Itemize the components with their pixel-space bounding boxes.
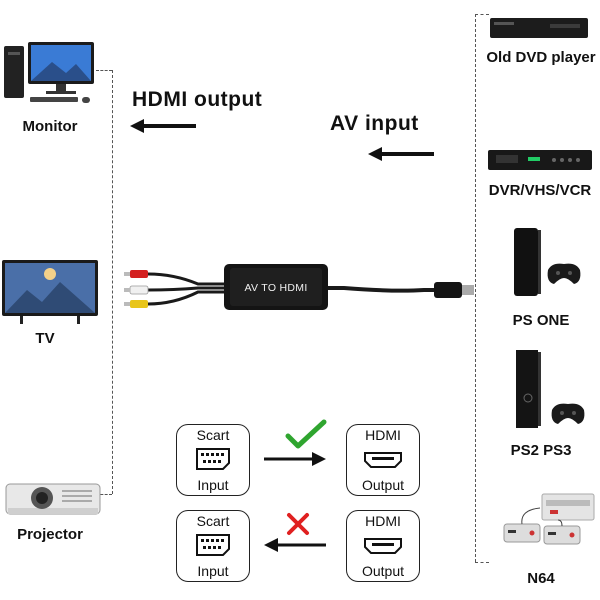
white-rca-plug bbox=[129, 285, 149, 295]
scart-label: Scart bbox=[196, 513, 230, 529]
right-guide-line bbox=[475, 14, 476, 562]
hdmi-label: HDMI bbox=[365, 427, 401, 443]
right-guide-bottom bbox=[475, 562, 489, 563]
scart-port-icon bbox=[196, 534, 230, 556]
scart-input-box: Scart Input bbox=[176, 510, 250, 582]
hdmi-output-box: HDMI Output bbox=[346, 510, 420, 582]
hdmi-port-icon bbox=[364, 538, 402, 554]
input-label-ps2-ps3: PS2 PS3 bbox=[510, 442, 572, 459]
projector-icon bbox=[5, 483, 101, 515]
hdmi-output-box: HDMI Output bbox=[346, 424, 420, 496]
hdmi-output-arrow bbox=[130, 119, 196, 133]
left-guide-top bbox=[96, 70, 112, 71]
scart-label: Scart bbox=[196, 427, 230, 443]
output-label: Output bbox=[361, 563, 405, 579]
dvr-icon bbox=[488, 150, 592, 170]
tv-icon bbox=[2, 260, 98, 324]
input-label-n64: N64 bbox=[527, 570, 555, 587]
yellow-rca-plug bbox=[130, 300, 148, 308]
output-label-monitor: Monitor bbox=[22, 118, 78, 135]
right-guide-top bbox=[475, 14, 489, 15]
input-label: Input bbox=[197, 563, 229, 579]
check-icon bbox=[285, 419, 327, 449]
console-icon bbox=[514, 228, 581, 296]
scart-input-box: Scart Input bbox=[176, 424, 250, 496]
output-label-tv: TV bbox=[35, 330, 55, 347]
av-input-arrow bbox=[368, 147, 434, 161]
dvd-player-icon bbox=[490, 18, 588, 38]
console-icon bbox=[516, 350, 585, 428]
arrow-left-icon bbox=[264, 538, 326, 552]
arrow-right-icon bbox=[264, 452, 326, 466]
red-rca-plug bbox=[130, 270, 148, 278]
input-label-dvd: Old DVD player bbox=[486, 49, 596, 66]
hdmi-output-title: HDMI output bbox=[132, 88, 263, 111]
output-label: Output bbox=[361, 477, 405, 493]
input-label-dvr: DVR/VHS/VCR bbox=[488, 182, 592, 199]
input-label-ps-one: PS ONE bbox=[512, 312, 570, 329]
input-label: Input bbox=[197, 477, 229, 493]
monitor-icon bbox=[4, 42, 94, 103]
retro-console-icon bbox=[503, 493, 595, 545]
hdmi-port-icon bbox=[364, 452, 402, 468]
output-label-projector: Projector bbox=[17, 526, 83, 543]
scart-port-icon bbox=[196, 448, 230, 470]
av-input-title: AV input bbox=[330, 112, 419, 135]
av-to-hdmi-adapter bbox=[124, 264, 474, 310]
adapter-label: AV TO HDMI bbox=[244, 282, 308, 294]
hdmi-label: HDMI bbox=[365, 513, 401, 529]
left-guide-bottom bbox=[96, 494, 112, 495]
cross-icon bbox=[287, 513, 309, 535]
left-guide-line bbox=[112, 70, 113, 494]
